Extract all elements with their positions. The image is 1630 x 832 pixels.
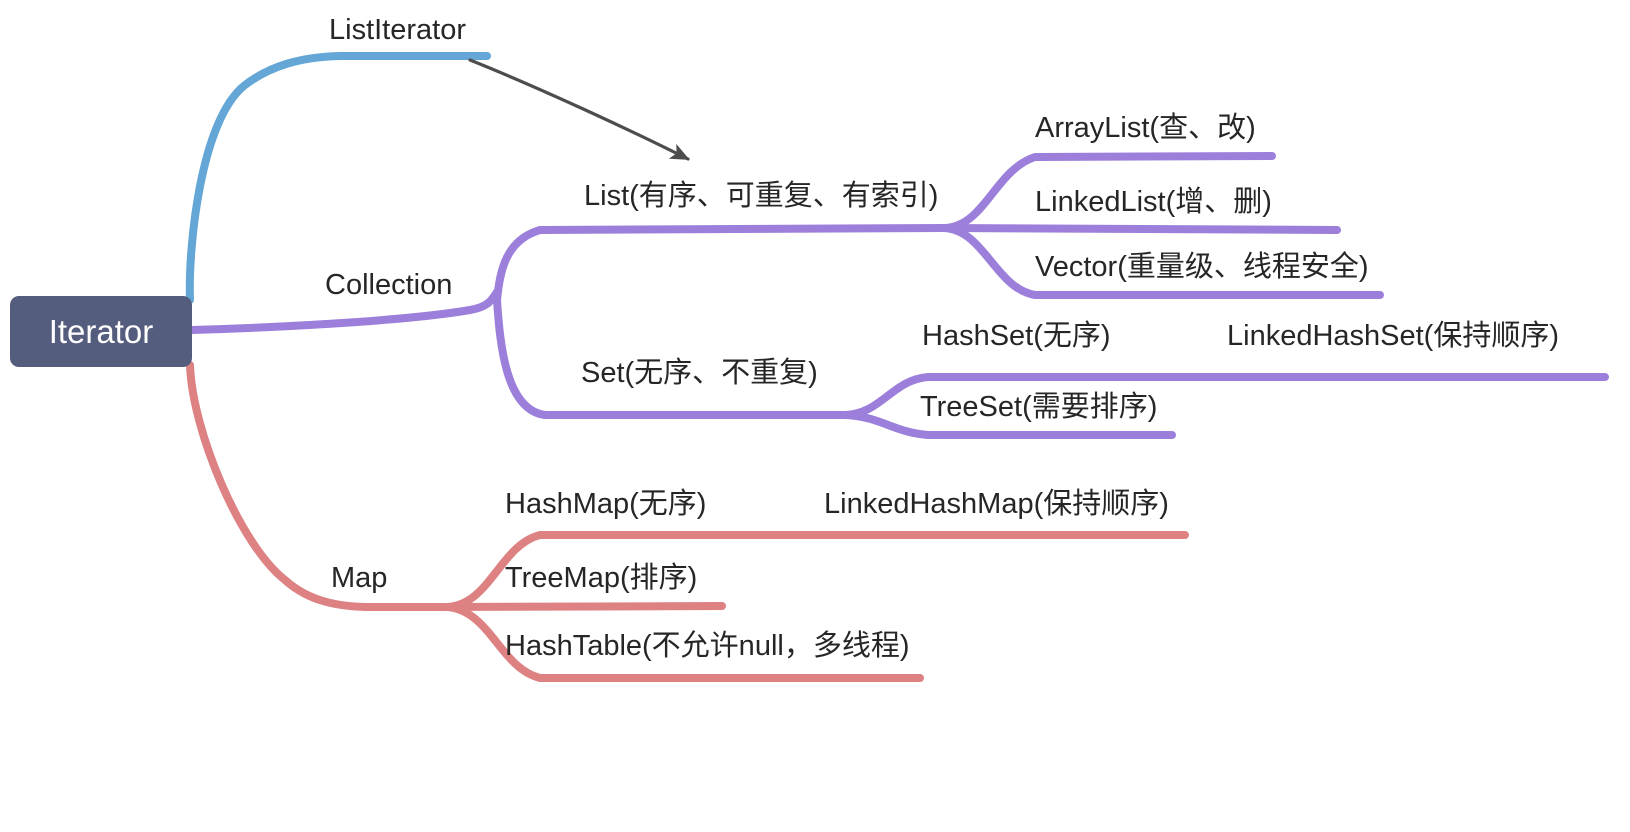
connector-collection-to-list (493, 224, 949, 304)
node-label-vector[interactable]: Vector(重量级、线程安全) (1035, 251, 1369, 283)
root-node-iterator[interactable]: Iterator (10, 296, 192, 367)
connector-root-to-collection (188, 288, 501, 334)
node-label-linkedlist[interactable]: LinkedList(增、删) (1035, 186, 1272, 218)
connector-root-to-map (186, 361, 451, 611)
node-label-treeset[interactable]: TreeSet(需要排序) (920, 391, 1158, 423)
connector-map-to-treemap (443, 602, 726, 611)
node-label-hashmap[interactable]: HashMap(无序) (505, 488, 707, 520)
connector-list-to-vector (941, 224, 1384, 299)
connector-root-to-listiterator (185, 52, 491, 304)
connector-list-to-linkedlist (941, 224, 1341, 234)
connector-collection-to-set (493, 296, 850, 419)
node-label-arraylist[interactable]: ArrayList(查、改) (1035, 112, 1256, 144)
node-label-list[interactable]: List(有序、可重复、有索引) (584, 180, 939, 212)
node-label-treemap[interactable]: TreeMap(排序) (505, 562, 698, 594)
node-label-linkedhashmap[interactable]: LinkedHashMap(保持顺序) (824, 488, 1169, 520)
node-label-map[interactable]: Map (331, 562, 388, 594)
node-label-collection[interactable]: Collection (325, 269, 453, 301)
connector-set-to-treeset (842, 411, 1176, 439)
node-label-listiterator[interactable]: ListIterator (329, 14, 466, 46)
node-label-linkedhashset[interactable]: LinkedHashSet(保持顺序) (1227, 320, 1559, 352)
annotation-arrow-listiterator-to-list (468, 58, 690, 161)
node-label-hashtable[interactable]: HashTable(不允许null，多线程) (505, 630, 910, 662)
connector-map-to-hashtable (443, 603, 924, 682)
node-label-set[interactable]: Set(无序、不重复) (581, 357, 818, 389)
node-label-hashset[interactable]: HashSet(无序) (922, 320, 1111, 352)
root-node-label: Iterator (48, 312, 154, 350)
